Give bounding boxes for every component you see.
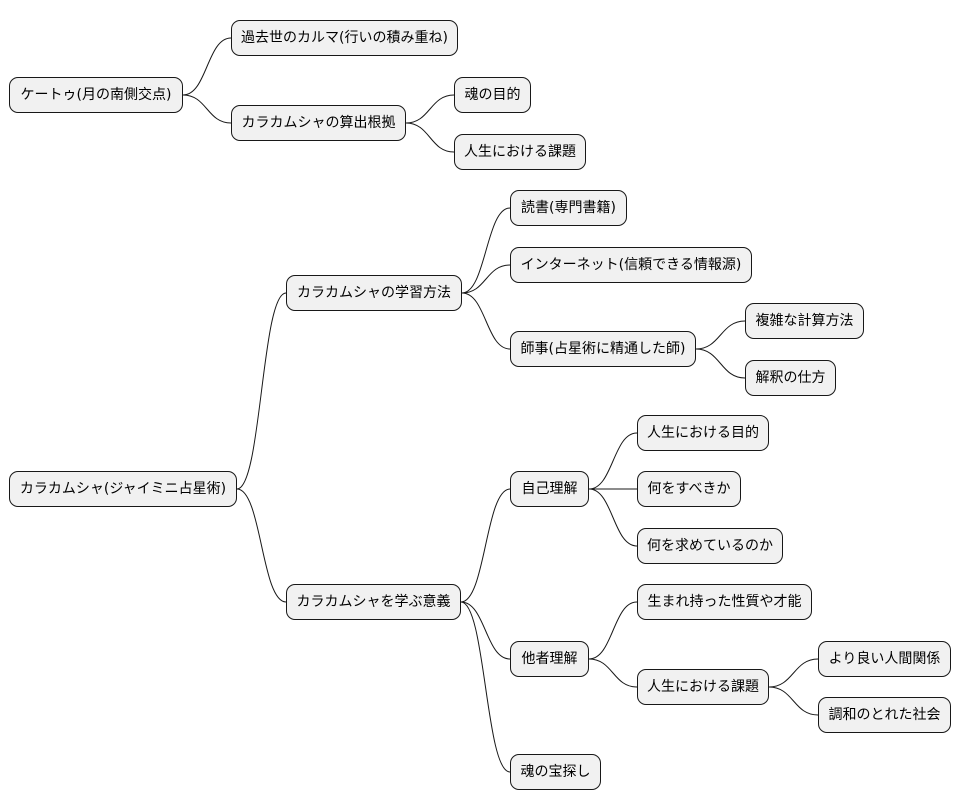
node-others-understanding: 他者理解 <box>510 641 589 677</box>
node-better-relations: より良い人間関係 <box>818 641 951 677</box>
node-past-karma: 過去世のカルマ(行いの積み重ね) <box>231 20 458 56</box>
node-interpretation: 解釈の仕方 <box>745 360 836 396</box>
node-internet: インターネット(信頼できる情報源) <box>510 247 752 283</box>
connector-self_understanding-what_seeking <box>588 488 638 547</box>
connector-apprentice-complex_calc <box>695 320 746 350</box>
connector-learning_methods-internet <box>461 264 511 294</box>
connector-learning_methods-apprentice <box>461 292 511 350</box>
node-soul-purpose: 魂の目的 <box>454 77 531 113</box>
node-harmonious-society: 調和のとれた社会 <box>818 697 951 733</box>
connector-self_understanding-life_purpose <box>588 432 638 490</box>
connector-calc_basis-soul_purpose <box>405 94 455 124</box>
connector-karakamsha_root-meaning <box>236 488 287 603</box>
node-innate-traits: 生まれ持った性質や才能 <box>637 584 812 620</box>
connector-learning_methods-reading <box>461 207 511 294</box>
connector-meaning-others_understanding <box>460 601 511 660</box>
connector-life_tasks_2-harmonious_society <box>768 686 819 716</box>
node-life-purpose: 人生における目的 <box>637 415 769 451</box>
node-reading: 読書(専門書籍) <box>510 190 627 226</box>
node-apprentice: 師事(占星術に精通した師) <box>510 331 696 367</box>
connector-calc_basis-life_tasks_1 <box>405 122 455 153</box>
connector-others_understanding-life_tasks_2 <box>588 658 638 688</box>
node-learning-methods: カラカムシャの学習方法 <box>286 275 462 311</box>
node-what-to-do: 何をすべきか <box>637 471 741 507</box>
connector-apprentice-interpretation <box>695 348 746 379</box>
connector-others_understanding-innate_traits <box>588 601 638 660</box>
node-calc-basis: カラカムシャの算出根拠 <box>231 105 406 141</box>
node-meaning: カラカムシャを学ぶ意義 <box>286 584 461 620</box>
connector-meaning-soul_treasure <box>460 601 511 773</box>
node-ketu: ケートゥ(月の南側交点) <box>9 77 183 113</box>
node-life-tasks-1: 人生における課題 <box>454 134 586 170</box>
node-karakamsha-root: カラカムシャ(ジャイミニ占星術) <box>9 471 237 507</box>
node-soul-treasure: 魂の宝探し <box>510 754 601 790</box>
node-life-tasks-2: 人生における課題 <box>637 669 769 705</box>
node-what-seeking: 何を求めているのか <box>637 528 783 564</box>
connector-ketu-past_karma <box>182 37 232 96</box>
connector-meaning-self_understanding <box>460 488 511 603</box>
connector-ketu-calc_basis <box>182 94 232 124</box>
node-self-understanding: 自己理解 <box>510 471 589 507</box>
connector-life_tasks_2-better_relations <box>768 658 819 688</box>
connector-karakamsha_root-learning_methods <box>236 292 287 490</box>
node-complex-calc: 複雑な計算方法 <box>745 303 864 339</box>
